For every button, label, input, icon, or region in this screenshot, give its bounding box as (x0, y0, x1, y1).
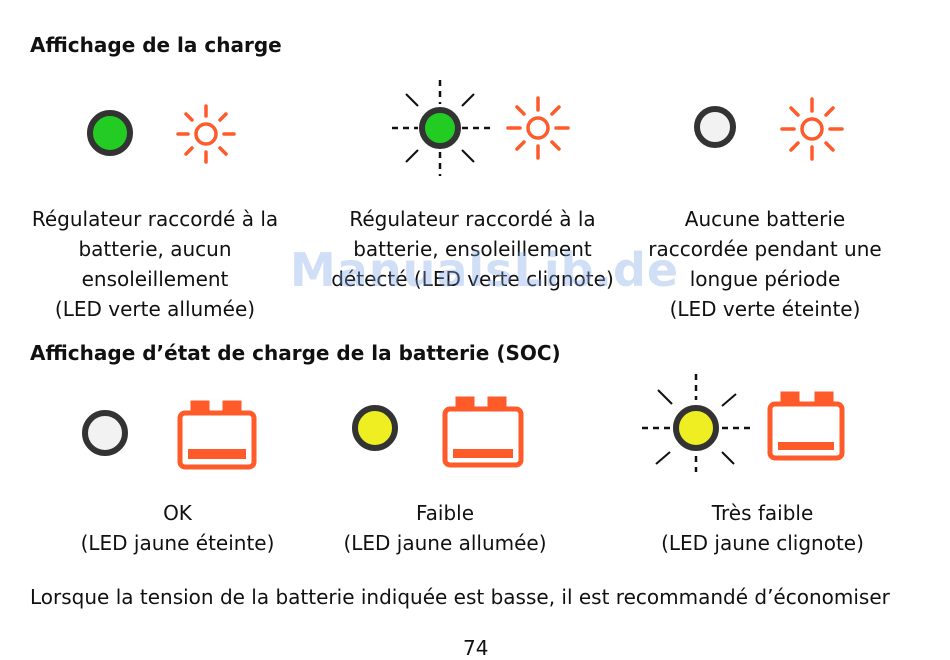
caption-led-green-off: Aucune batterie raccordée pendant une lo… (648, 207, 882, 321)
page-number: 74 (463, 636, 489, 660)
caption-soc-very-low: Très faible (LED jaune clignote) (661, 501, 864, 555)
watermark: ManualsLib.de (290, 243, 680, 297)
led-yellow-on-icon (352, 396, 524, 468)
sun-icon (506, 96, 570, 160)
body-paragraph: Lorsque la tension de la batterie indiqu… (30, 585, 890, 609)
sun-icon (780, 97, 844, 161)
caption-led-green-blinking: Régulateur raccordé à la batterie, ensol… (331, 207, 614, 291)
sun-icon (176, 104, 236, 164)
battery-icon (767, 391, 845, 461)
caption-soc-low: Faible (LED jaune allumée) (343, 501, 547, 555)
led-off-icon (694, 97, 844, 161)
section-heading-charge: Affichage de la charge (30, 33, 282, 57)
caption-led-green-on: Régulateur raccordé à la batterie, aucun… (31, 207, 279, 321)
led-yellow-off-icon (82, 400, 257, 470)
battery-icon (177, 400, 257, 470)
led-green-on-icon (87, 104, 236, 164)
led-yellow-blinking-icon (642, 374, 845, 472)
battery-icon (442, 396, 524, 468)
led-green-blinking-icon (392, 80, 570, 176)
caption-soc-ok: OK (LED jaune éteinte) (80, 501, 275, 555)
section-heading-soc: Affichage d’état de charge de la batteri… (30, 341, 561, 365)
